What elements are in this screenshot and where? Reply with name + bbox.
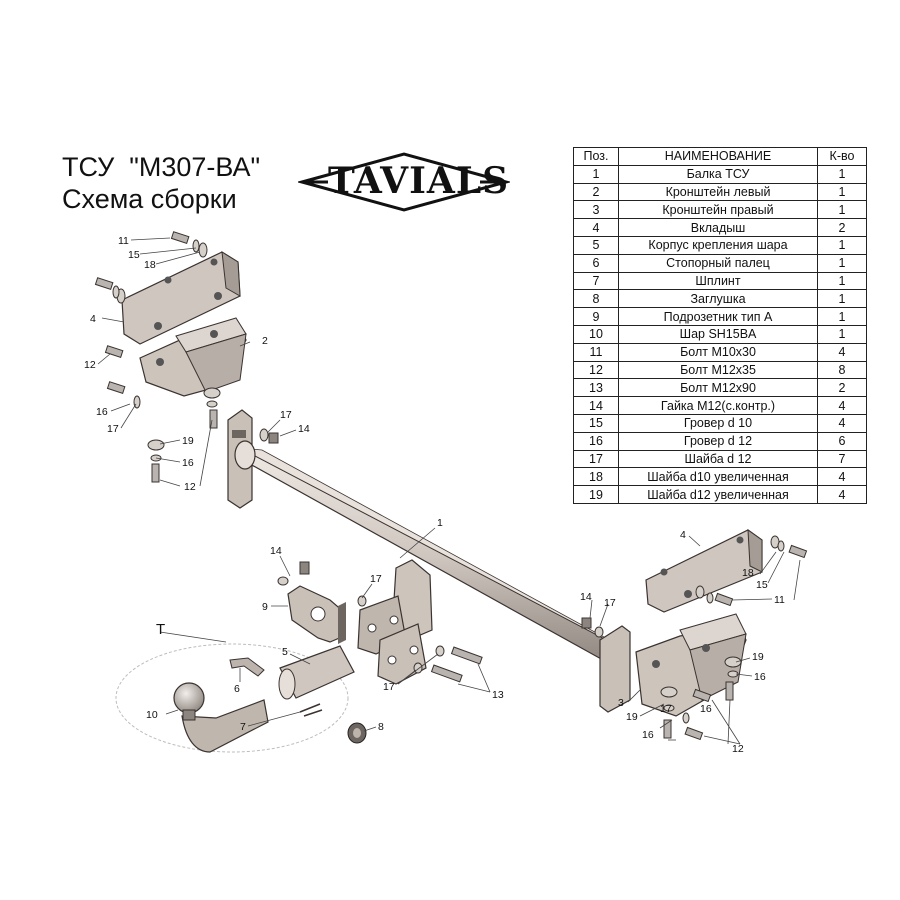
- callout-16: 16: [700, 703, 712, 715]
- cap-plug: [347, 722, 367, 744]
- callout-18: 18: [742, 567, 754, 579]
- parts-cell-name: Вкладыш: [618, 218, 818, 237]
- callout-17: 17: [107, 423, 119, 435]
- callout-16: 16: [642, 729, 654, 741]
- left-insert-plate: [121, 251, 241, 345]
- diagram-subtitle: Схема сборки: [62, 184, 237, 214]
- parts-cell-name: Кронштейн левый: [618, 182, 818, 202]
- ball-mount-group: [115, 643, 355, 753]
- brand-logo: TAVIALS: [296, 152, 512, 212]
- callout-5: 5: [282, 646, 288, 658]
- parts-cell-pos: 11: [573, 342, 619, 362]
- callout-16: 16: [754, 671, 766, 683]
- callout-1: 1: [437, 517, 443, 529]
- parts-cell-qty: 4: [817, 485, 867, 504]
- bolts: [94, 231, 808, 741]
- left-bracket: [139, 317, 247, 397]
- diagram-title: ТСУ "М307-ВА": [62, 152, 261, 182]
- column-header-qty: К-во: [817, 147, 867, 166]
- right-insert-plate: [645, 528, 763, 613]
- callout-15: 15: [128, 249, 140, 261]
- callout-3: 3: [618, 697, 624, 709]
- callout-19: 19: [752, 651, 764, 663]
- parts-cell-name: Болт М10х30: [618, 342, 818, 362]
- callout-2: 2: [262, 335, 268, 347]
- parts-cell-qty: 4: [817, 396, 867, 415]
- socket-plate: [287, 585, 346, 644]
- parts-cell-name: Кронштейн правый: [618, 200, 818, 220]
- callout-16: 16: [96, 406, 108, 418]
- parts-cell-name: Шайба d12 увеличенная: [618, 485, 818, 504]
- callout-14: 14: [298, 423, 310, 435]
- parts-cell-name: Болт М12х90: [618, 378, 818, 398]
- logo-diamond-icon: [296, 152, 512, 212]
- callout-17: 17: [280, 409, 292, 421]
- callout-17: 17: [660, 703, 672, 715]
- callout-15: 15: [756, 579, 768, 591]
- leader-lines: [97, 237, 801, 745]
- parts-cell-pos: 19: [573, 485, 619, 504]
- callout-4: 4: [90, 313, 96, 325]
- callout-17: 17: [383, 681, 395, 693]
- callout-16: 16: [182, 457, 194, 469]
- parts-cell-name: Гровер d 12: [618, 431, 818, 451]
- callout-12: 12: [84, 359, 96, 371]
- tow-beam: [227, 409, 631, 713]
- callout-19: 19: [626, 711, 638, 723]
- callout-14: 14: [270, 545, 282, 557]
- callout-19: 19: [182, 435, 194, 447]
- callout-18: 18: [144, 259, 156, 271]
- callout-group-t: T: [156, 621, 165, 638]
- washers-and-nuts: [112, 239, 785, 724]
- callout-11: 11: [774, 594, 785, 606]
- callout-17: 17: [370, 573, 382, 585]
- callout-17: 17: [604, 597, 616, 609]
- callout-11: 11: [118, 235, 129, 247]
- parts-cell-pos: 18: [573, 467, 619, 487]
- callout-12: 12: [732, 743, 744, 755]
- callout-9: 9: [262, 601, 268, 613]
- callout-8: 8: [378, 721, 384, 733]
- column-header-pos: Поз.: [573, 147, 619, 166]
- parts-cell-pos: 12: [573, 360, 619, 380]
- parts-cell-name: Гровер d 10: [618, 413, 818, 433]
- callout-10: 10: [146, 709, 158, 721]
- parts-cell-name: Корпус крепления шара: [618, 235, 818, 255]
- callout-12: 12: [184, 481, 196, 493]
- callout-4: 4: [680, 529, 686, 541]
- callout-14: 14: [580, 591, 592, 603]
- callout-labels: 11 15 18 4 2 12 16 17 19 16 12 17 14 1 T…: [84, 235, 785, 755]
- callout-13: 13: [492, 689, 504, 701]
- callout-7: 7: [240, 721, 246, 733]
- parts-table-header-row: Поз. НАИМЕНОВАНИЕ К-во: [573, 147, 867, 166]
- parts-cell-name: Шайба d10 увеличенная: [618, 467, 818, 487]
- callout-6: 6: [234, 683, 240, 695]
- parts-cell-name: Гайка М12(с.контр.): [618, 396, 818, 415]
